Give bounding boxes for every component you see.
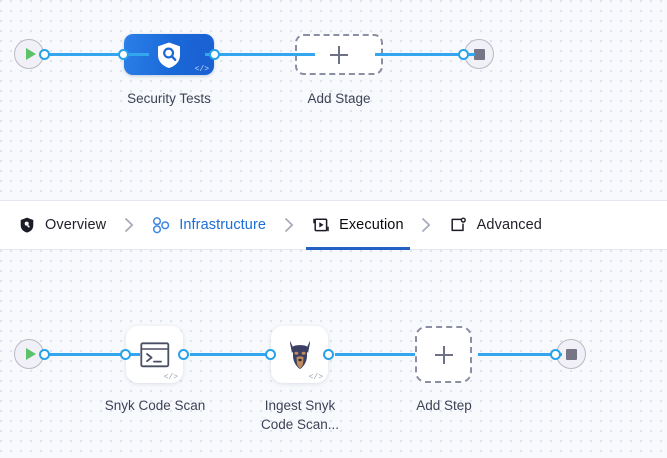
start-output-port[interactable] (39, 49, 50, 60)
nodes-icon (152, 216, 170, 234)
tab-advanced-label: Advanced (476, 217, 542, 233)
code-badge: </> (308, 373, 323, 382)
connector-security-tests-to-add-stage (205, 53, 315, 56)
steps-canvas[interactable]: </> Snyk Code Scan </> (0, 250, 667, 458)
shield-icon (18, 216, 36, 234)
plus-icon (434, 345, 453, 364)
chevron-right-icon-3 (410, 217, 444, 233)
tab-infrastructure[interactable]: Infrastructure (146, 201, 272, 250)
stage-output-port[interactable] (209, 49, 220, 60)
tab-execution[interactable]: Execution (306, 201, 410, 250)
step-input-port[interactable] (120, 349, 131, 360)
add-step-label: Add Step (416, 398, 472, 413)
step-label-ingest-snyk-code-scan: Ingest Snyk Code Scan... (260, 398, 340, 432)
stage-label-security-tests: Security Tests (127, 91, 211, 106)
add-stage-label: Add Stage (307, 91, 371, 106)
code-badge: </> (163, 373, 178, 382)
step-card[interactable]: </> (271, 326, 328, 383)
stop-icon (473, 48, 485, 60)
execution-start-node[interactable] (14, 339, 50, 369)
execution-start-output-port[interactable] (39, 349, 50, 360)
play-frame-icon (312, 216, 330, 234)
execution-end-input-port[interactable] (550, 349, 561, 360)
pipeline-start-node[interactable] (14, 39, 50, 69)
end-circle (464, 39, 494, 69)
step-input-port[interactable] (265, 349, 276, 360)
tab-overview[interactable]: Overview (12, 201, 112, 250)
window-gear-icon (450, 216, 468, 234)
add-step-node[interactable]: Add Step (415, 326, 472, 413)
plus-icon (330, 45, 348, 64)
tab-execution-label: Execution (339, 217, 404, 233)
stop-icon (565, 348, 577, 360)
connector-start-to-security-tests (44, 53, 149, 56)
connector-start-to-snyk-code-scan (44, 353, 140, 356)
tab-infrastructure-label: Infrastructure (179, 217, 267, 233)
chevron-right-icon-2 (272, 217, 306, 233)
shield-search-icon (158, 42, 180, 68)
connector-snyk-to-ingest (190, 353, 275, 356)
step-output-port[interactable] (323, 349, 334, 360)
stage-input-port[interactable] (118, 49, 129, 60)
execution-end-node[interactable] (550, 339, 586, 369)
connector-add-stage-to-end (375, 53, 475, 56)
terminal-icon (139, 341, 169, 367)
start-circle (14, 39, 44, 69)
step-output-port[interactable] (178, 349, 189, 360)
connector-add-step-to-end (478, 353, 562, 356)
stages-canvas[interactable]: </> Security Tests Add Stage (0, 0, 667, 200)
step-label-snyk-code-scan: Snyk Code Scan (104, 398, 206, 413)
pipeline-end-node[interactable] (458, 39, 494, 69)
add-step-button[interactable] (415, 326, 472, 383)
end-input-port[interactable] (458, 49, 469, 60)
chevron-right-icon (112, 217, 146, 233)
connector-ingest-to-add-step (335, 353, 415, 356)
tab-overview-label: Overview (45, 217, 107, 233)
play-icon (25, 348, 36, 360)
code-badge: </> (194, 65, 209, 74)
tab-advanced[interactable]: Advanced (444, 201, 548, 250)
pipeline-tabbar[interactable]: Overview Infrastructure (0, 200, 667, 250)
step-node-ingest-snyk-code-scan[interactable]: </> Ingest Snyk Code Scan... (261, 326, 339, 432)
play-icon (25, 48, 36, 60)
snyk-doberman-icon (289, 340, 310, 369)
